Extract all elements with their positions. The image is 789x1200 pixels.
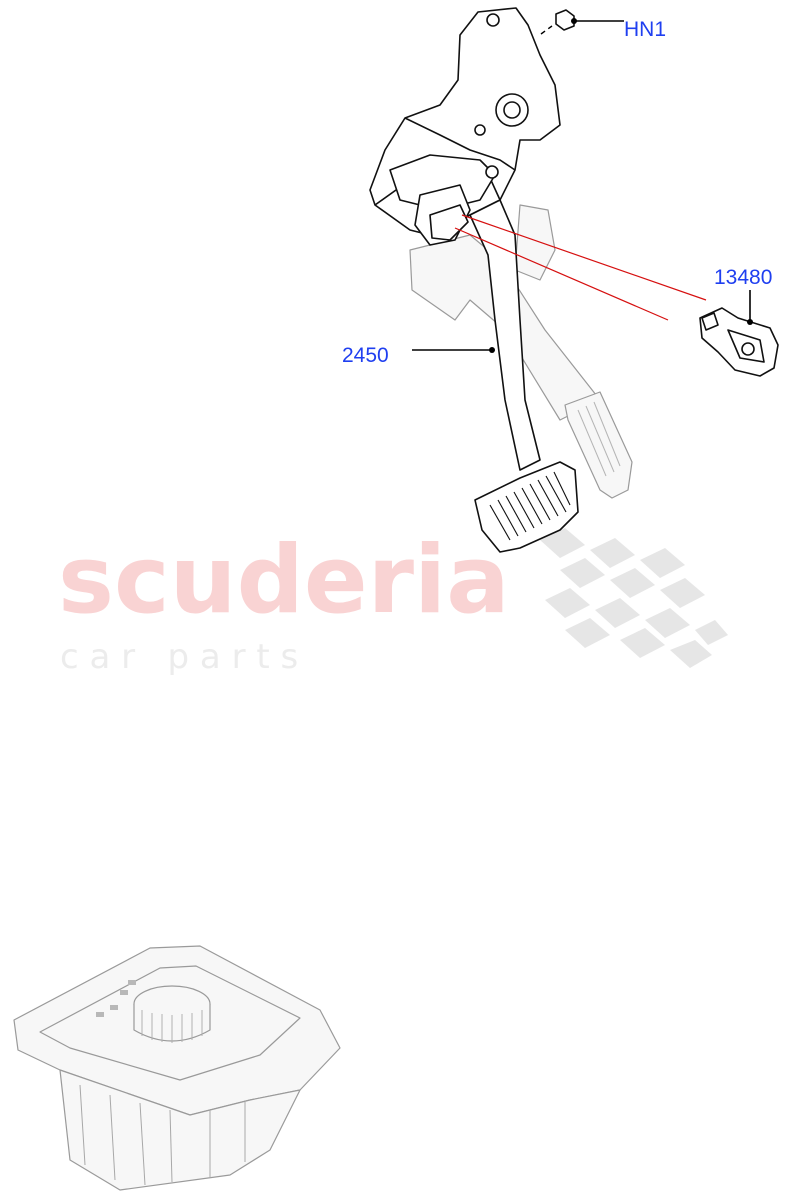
callout-2450[interactable]: 2450 <box>342 344 389 367</box>
leader-lines <box>412 18 753 353</box>
red-leader-upper <box>461 214 707 301</box>
nut-hn1 <box>540 9 575 35</box>
watermark-tagline: c a r p a r t s <box>60 637 298 677</box>
callout-13480[interactable]: 13480 <box>714 266 772 289</box>
gear-selector-thumbnail <box>13 945 341 1191</box>
switch-mount-location <box>429 204 469 241</box>
leader-13480-dot <box>747 319 753 325</box>
brake-light-switch <box>699 307 779 377</box>
leader-hn1-dot <box>571 18 577 24</box>
red-leader-lower <box>454 227 669 321</box>
brake-pedal-assembly <box>369 7 579 553</box>
watermark: scuderia c a r p a r t s <box>58 526 728 677</box>
leader-2450-dot <box>489 347 495 353</box>
checkered-flag-logo <box>540 528 728 668</box>
pedal-pad-ribs <box>489 471 571 541</box>
callout-hn1[interactable]: HN1 <box>624 18 666 41</box>
watermark-brand: scuderia <box>58 526 510 635</box>
